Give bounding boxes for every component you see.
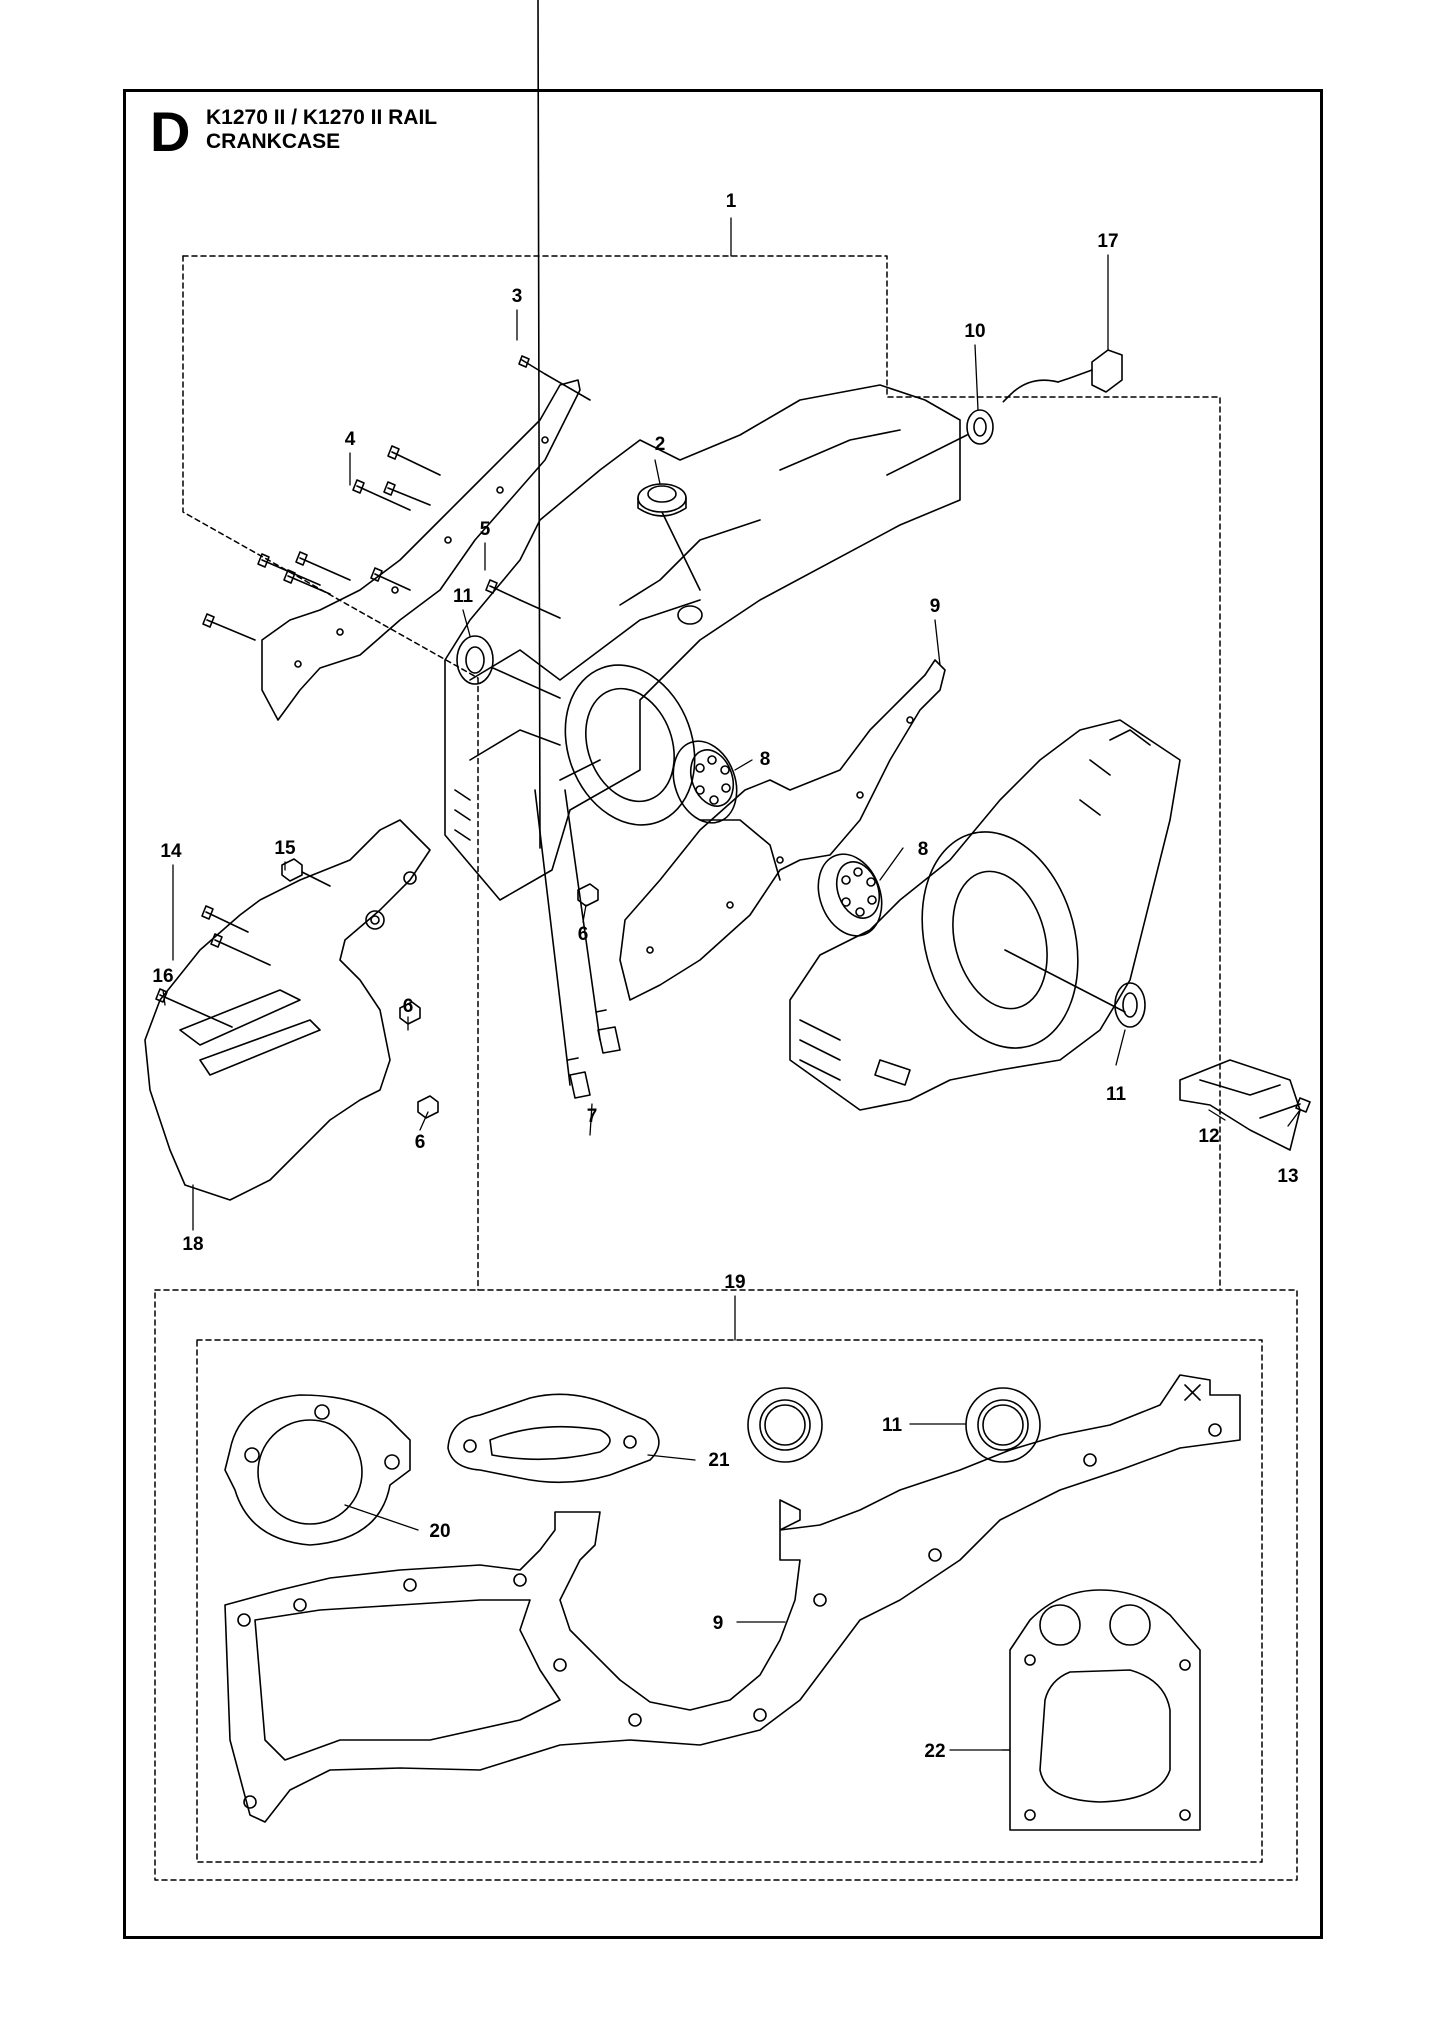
- nut-6-mid: [537, 0, 599, 907]
- seal-2: [637, 483, 701, 591]
- nut-6-side-a: [399, 1001, 421, 1025]
- seal-10: [886, 409, 994, 476]
- callout-4: 4: [345, 429, 356, 450]
- callout-12: 12: [1198, 1126, 1219, 1147]
- callout-16: 16: [152, 966, 173, 987]
- callout-21: 21: [708, 1450, 730, 1471]
- valve-17: [1002, 349, 1123, 403]
- group-outline-19-outer: [154, 1289, 1298, 1881]
- callout-11-top: 11: [453, 586, 474, 607]
- callout-8-right: 8: [918, 839, 929, 860]
- callout-22: 22: [924, 1741, 945, 1762]
- callout-2: 2: [655, 434, 666, 455]
- seal-11-kit-a: [747, 1387, 823, 1463]
- seal-11-right: [1114, 982, 1146, 1028]
- model-line: K1270 II / K1270 II RAIL: [206, 106, 438, 129]
- callout-13: 13: [1277, 1166, 1298, 1187]
- nut-6-side-b: [417, 1095, 439, 1119]
- page-subtitle: CRANKCASE: [206, 130, 341, 154]
- screw-13: [1259, 1097, 1311, 1119]
- callout-14: 14: [160, 841, 182, 862]
- page-frame: [123, 89, 1323, 1939]
- crankcase-half-left: [444, 384, 961, 901]
- gasket-21: [447, 1393, 660, 1484]
- callout-6-side-b: 6: [415, 1132, 426, 1153]
- seal-11-kit-b: [965, 1387, 1041, 1463]
- bearing-8-right: [817, 853, 883, 937]
- section-letter: D: [150, 100, 191, 163]
- bolts-14-16: [155, 905, 271, 1028]
- gasket-9-upper: [619, 659, 946, 1001]
- gasket-9-kit: [224, 1374, 1241, 1823]
- bolts-7: [534, 789, 621, 1099]
- clutch-cover-18: [144, 819, 431, 1201]
- gasket-22: [1009, 1589, 1201, 1831]
- group-outline-1: [182, 255, 1221, 1291]
- callout-15: 15: [274, 838, 296, 859]
- callout-20: 20: [429, 1521, 450, 1542]
- group-outline-19-inner: [196, 1339, 1263, 1863]
- callout-17: 17: [1097, 231, 1118, 252]
- screws-group: [202, 355, 591, 641]
- gasket-20: [224, 1394, 411, 1546]
- callout-11-right: 11: [1106, 1084, 1127, 1105]
- callout-19: 19: [724, 1272, 745, 1293]
- nut-15: [281, 858, 331, 887]
- callout-1: 1: [726, 191, 737, 212]
- callout-6-mid: 6: [578, 924, 589, 945]
- callout-labels: 1 2 3 4 5 6 6 6 7 8 8 9 9 10 11 11 11 12…: [152, 191, 1298, 1762]
- callout-3: 3: [512, 286, 523, 307]
- callout-8-left: 8: [760, 749, 771, 770]
- callout-9-upper: 9: [930, 596, 941, 617]
- bracket-12: [1179, 1059, 1301, 1151]
- seal-11-top: [456, 635, 561, 699]
- callout-10: 10: [964, 321, 985, 342]
- crankcase-half-right: [789, 719, 1181, 1111]
- title-block: K1270 II / K1270 II RAIL CRANKCASE: [206, 106, 437, 154]
- callout-9-kit: 9: [713, 1613, 724, 1634]
- callout-18: 18: [182, 1234, 203, 1255]
- leader-lines: [162, 217, 1301, 1751]
- bearing-8-left: [672, 740, 738, 824]
- gasket-left-cover: [261, 379, 581, 721]
- callout-5: 5: [480, 519, 491, 540]
- callout-6-side-a: 6: [403, 996, 414, 1017]
- callout-7: 7: [587, 1106, 598, 1127]
- callout-11-kit: 11: [882, 1415, 903, 1436]
